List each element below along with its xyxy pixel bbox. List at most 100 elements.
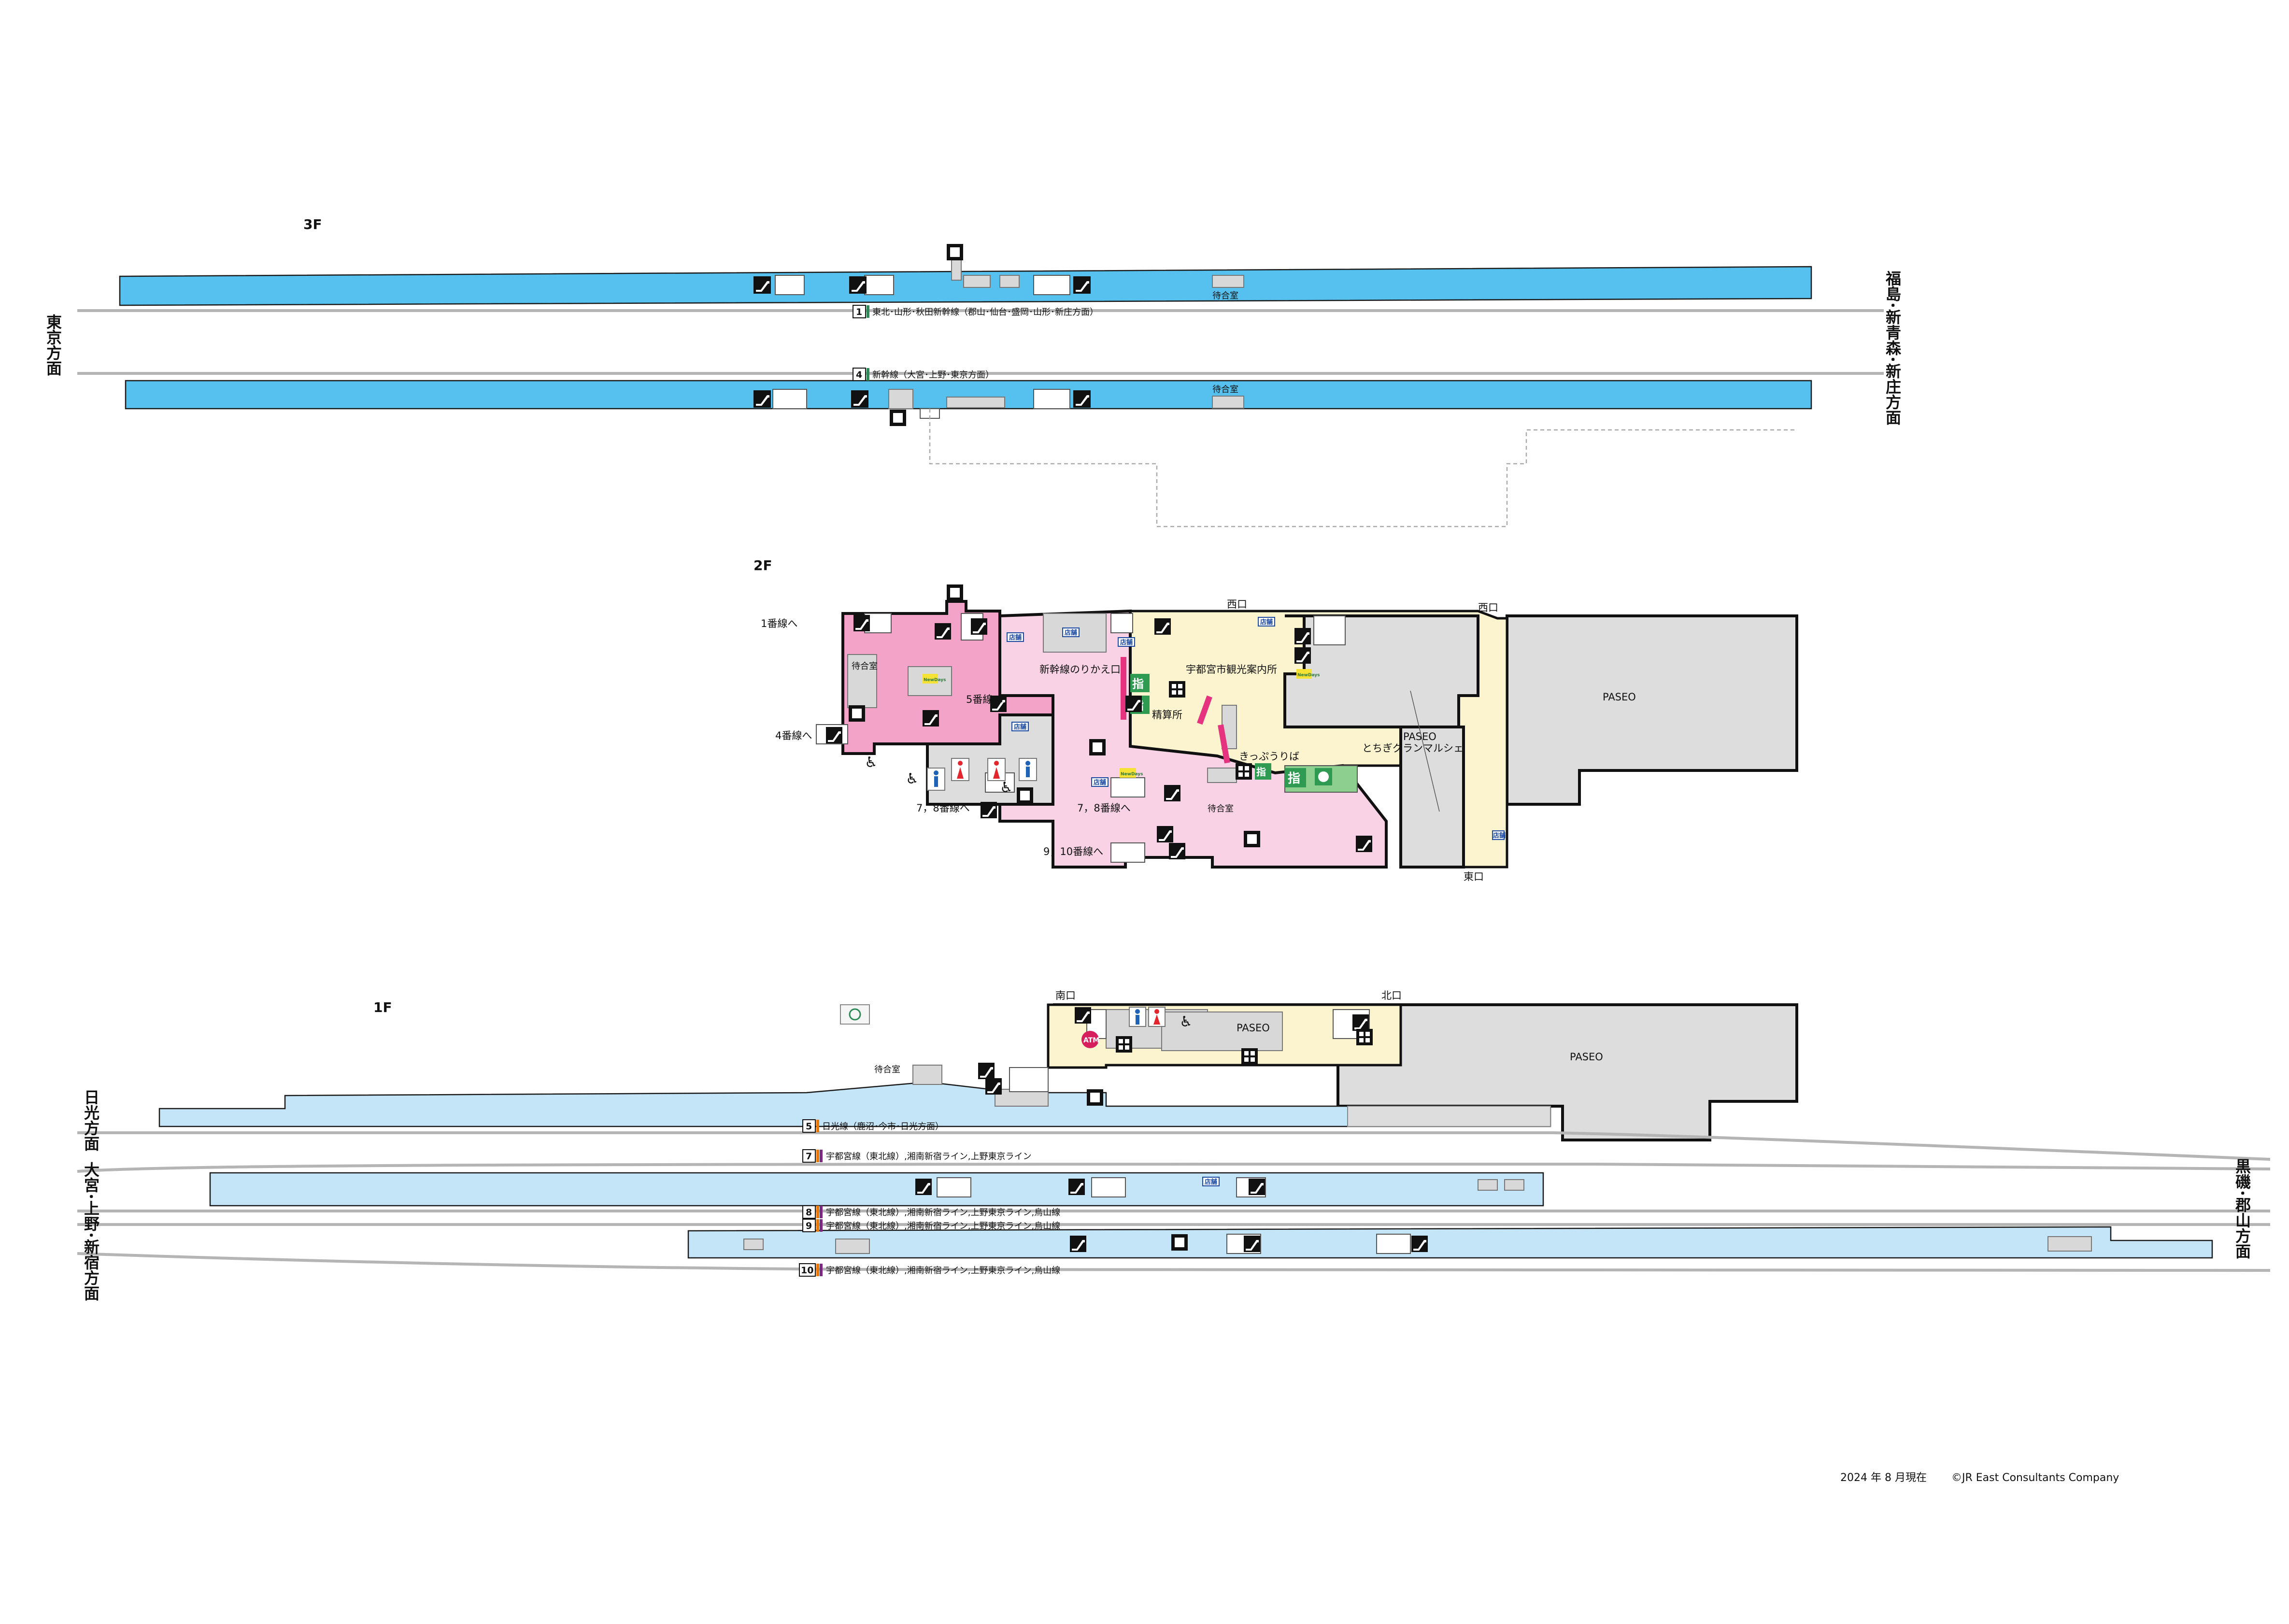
direction-fukushima: 福島･新青森･新庄方面	[1883, 271, 1902, 425]
reserved-seat-icon[interactable]: 指	[1130, 674, 1150, 692]
footer-copyright: ©JR East Consultants Company	[1951, 1472, 2119, 1484]
svg-text:店舗: 店舗	[1493, 832, 1506, 840]
elevator-icon	[1017, 787, 1033, 804]
ticket-gate-transfer	[1121, 657, 1126, 720]
toilet-men-icon	[927, 768, 945, 791]
kiosk-3f-b	[999, 275, 1020, 288]
waiting-room-1f-label: 待合室	[874, 1065, 900, 1075]
toilet-men-icon	[1019, 758, 1037, 781]
paseo-1f-label: PASEO	[1570, 1051, 1603, 1063]
escalator-icon	[981, 802, 997, 818]
reserved-seat-icon[interactable]: 指	[1255, 763, 1271, 780]
escalator-icon	[1164, 785, 1180, 801]
svg-text:店舗: 店舗	[1065, 629, 1077, 637]
wheelchair-icon: ♿	[1180, 1013, 1193, 1030]
fare-adjustment-label: 精算所	[1152, 709, 1182, 721]
west-exit-label-1[interactable]: 西口	[1227, 598, 1247, 610]
svg-text:7: 7	[806, 1151, 812, 1162]
track-5-line	[77, 1131, 2271, 1161]
escalator-icon	[1068, 1179, 1085, 1195]
footer-date: 2024 年 8 月現在	[1840, 1472, 1927, 1484]
platform-1f-south	[687, 1226, 2213, 1259]
building-outline-3f	[929, 409, 1797, 527]
paseo-1f-inner	[1161, 1011, 1283, 1051]
newdays-2f-a	[908, 666, 952, 696]
coin-locker-icon	[1116, 1036, 1132, 1053]
shop-tag: 店舗	[1062, 627, 1080, 637]
track-7-line	[77, 1162, 2271, 1173]
waiting-room-3f-north	[1212, 275, 1244, 288]
svg-text:新幹線（大宮･上野･東京方面）: 新幹線（大宮･上野･東京方面）	[872, 370, 994, 380]
shop-tag: 店舗	[1007, 632, 1024, 642]
escalator-icon	[849, 276, 867, 294]
svg-text:店舗: 店舗	[1260, 618, 1273, 626]
stair-3f-c	[1033, 275, 1070, 295]
west-exit-label-2[interactable]: 西口	[1478, 602, 1498, 613]
escalator-icon	[1157, 826, 1173, 842]
escalator-icon	[1352, 1014, 1369, 1031]
paseo-1f-inner-label: PASEO	[1237, 1022, 1270, 1034]
kiosk-3f-a	[963, 275, 991, 288]
escalator-icon	[978, 1063, 995, 1079]
wheelchair-icon: ♿	[1000, 779, 1013, 796]
shop-tag: 店舗	[1011, 722, 1029, 731]
elevator-icon	[849, 705, 865, 722]
escalator-icon	[915, 1179, 932, 1195]
svg-text:指: 指	[1288, 771, 1300, 786]
svg-text:8: 8	[806, 1207, 812, 1218]
waiting-room-3f-south	[1212, 396, 1244, 409]
escalator-icon	[826, 727, 842, 743]
platform-1f-north-ext	[1347, 1106, 1551, 1127]
stair-2f-3	[1110, 613, 1133, 633]
escalator-icon	[1073, 276, 1091, 294]
svg-text:4: 4	[856, 370, 862, 380]
track-8-label: 8 宇都宮線（東北線）,湘南新宿ライン,上野東京ライン,烏山線	[802, 1205, 1060, 1219]
coin-locker-icon	[1169, 681, 1185, 698]
stair-3f-b	[864, 275, 894, 295]
track-7-label: 7 宇都宮線（東北線）,湘南新宿ライン,上野東京ライン	[802, 1149, 1031, 1163]
escalator-icon	[851, 390, 868, 408]
ticket-machine-icon[interactable]	[1315, 768, 1332, 785]
coin-locker-icon	[1241, 1048, 1258, 1065]
north-exit-label[interactable]: 北口	[1381, 990, 1402, 1001]
escalator-icon	[923, 710, 939, 727]
track-5-label: 5 日光線（鹿沼･今市･日光方面）	[802, 1119, 944, 1133]
shop-tag: 店舗	[1492, 830, 1506, 840]
stair-3f-a	[775, 275, 805, 295]
atm-icon[interactable]: ATM	[1081, 1031, 1099, 1048]
reserved-seat-icon[interactable]: 指	[1285, 768, 1306, 787]
elevator-shaft-3f	[951, 258, 962, 281]
wheelchair-icon: ♿	[865, 754, 878, 771]
svg-text:1: 1	[856, 307, 862, 317]
escalator-icon	[1411, 1236, 1428, 1252]
track-9-label: 9 宇都宮線（東北線）,湘南新宿ライン,上野東京ライン,烏山線	[802, 1219, 1060, 1232]
escalator-icon	[1169, 843, 1185, 859]
escalator-icon	[754, 390, 771, 408]
svg-text:店舗: 店舗	[1094, 779, 1106, 786]
coin-locker-icon	[1356, 1029, 1373, 1045]
newdays-logo: NewDays	[923, 674, 946, 684]
to-track5-label: 5番線へ	[966, 694, 1003, 705]
escalator-icon	[990, 696, 1007, 712]
escalator-icon	[935, 623, 951, 640]
paseo-market-label-2: とちぎグランマルシェ	[1362, 742, 1464, 754]
svg-text:宇都宮線（東北線）,湘南新宿ライン,上野東京ライン,烏山線: 宇都宮線（東北線）,湘南新宿ライン,上野東京ライン,烏山線	[826, 1208, 1060, 1218]
east-exit-label[interactable]: 東口	[1464, 871, 1484, 883]
coin-locker-icon	[1236, 763, 1252, 780]
floor-label-1f: 1F	[373, 999, 392, 1015]
paseo-2f-label: PASEO	[1603, 691, 1636, 703]
waiting-room-2f-west	[847, 654, 877, 708]
svg-text:宇都宮線（東北線）,湘南新宿ライン,上野東京ライン,烏山線: 宇都宮線（東北線）,湘南新宿ライン,上野東京ライン,烏山線	[826, 1266, 1060, 1276]
paseo-market-leader	[1410, 690, 1440, 812]
to-track1-label: 1番線へ	[761, 618, 797, 629]
toilet-women-icon	[987, 758, 1006, 781]
svg-text:ATM: ATM	[1083, 1037, 1099, 1044]
toilet-men-icon	[1129, 1007, 1146, 1027]
shop-tag: 店舗	[1258, 617, 1275, 627]
escalator-icon	[1073, 390, 1091, 408]
south-exit-label[interactable]: 南口	[1055, 990, 1076, 1001]
toilet-women-icon	[951, 758, 969, 781]
bench-1f-b	[1478, 1179, 1498, 1191]
waiting-room-3f-south-label: 待合室	[1212, 385, 1238, 395]
track-4-label: 4 新幹線（大宮･上野･東京方面）	[853, 368, 994, 381]
